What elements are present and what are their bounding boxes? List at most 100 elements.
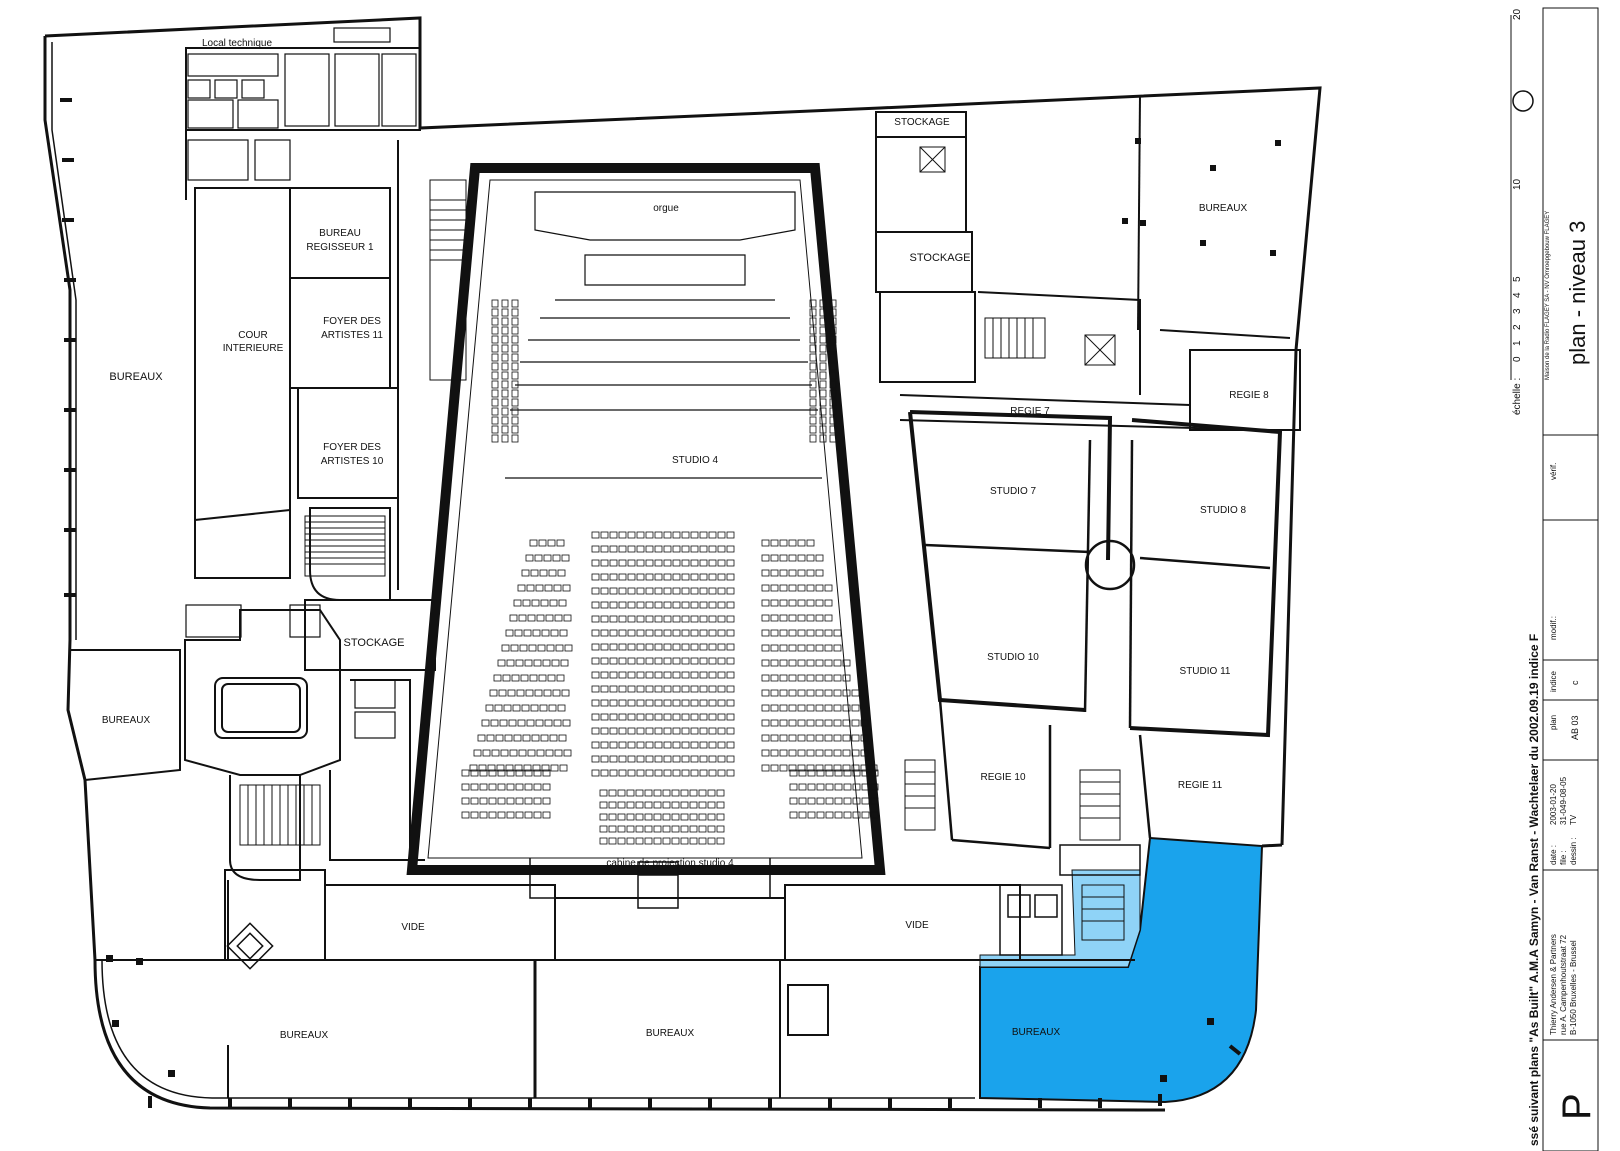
seat — [636, 685, 645, 693]
balcony-seat — [501, 335, 509, 344]
seat — [663, 573, 672, 581]
seat — [824, 644, 833, 652]
seat — [726, 587, 735, 595]
seat — [521, 569, 530, 577]
seat — [537, 644, 546, 652]
seat — [788, 719, 797, 727]
plan-value: AB 03 — [1570, 715, 1580, 740]
seat — [618, 629, 627, 637]
seat — [549, 599, 558, 607]
seat — [824, 749, 833, 757]
seat — [591, 587, 600, 595]
seat — [708, 769, 717, 777]
seat — [681, 615, 690, 623]
balcony-seat — [829, 362, 837, 371]
seat — [482, 749, 491, 757]
seat — [806, 584, 815, 592]
label-bureaux-west: BUREAUX — [102, 715, 151, 726]
seat — [591, 699, 600, 707]
seat — [690, 559, 699, 567]
seat — [636, 587, 645, 595]
seat — [842, 734, 851, 742]
balcony-seat — [511, 371, 519, 380]
label-bureaux-s: BUREAUX — [646, 1028, 695, 1039]
seat — [708, 699, 717, 707]
seat — [505, 629, 514, 637]
seat — [698, 789, 707, 797]
seat — [815, 719, 824, 727]
seat — [542, 811, 551, 819]
seat — [609, 587, 618, 595]
seat — [542, 797, 551, 805]
balcony-seat — [829, 380, 837, 389]
seat — [470, 783, 479, 791]
highlighted-office-zone[interactable] — [979, 836, 1264, 1104]
seat — [636, 531, 645, 539]
seat — [807, 797, 816, 805]
seat — [487, 764, 496, 772]
seat — [557, 704, 566, 712]
balcony-seat — [829, 398, 837, 407]
seat — [806, 599, 815, 607]
seat — [797, 674, 806, 682]
seat — [698, 837, 707, 845]
seat — [663, 559, 672, 567]
seat — [559, 629, 568, 637]
seat — [627, 573, 636, 581]
seat — [543, 554, 552, 562]
seat — [497, 659, 506, 667]
seat — [617, 789, 626, 797]
seat — [770, 569, 779, 577]
seat — [654, 755, 663, 763]
balcony-seat — [829, 335, 837, 344]
seat — [851, 764, 860, 772]
seat — [834, 783, 843, 791]
seat — [663, 587, 672, 595]
seat — [779, 659, 788, 667]
seat — [726, 685, 735, 693]
seat — [635, 825, 644, 833]
seat — [789, 783, 798, 791]
seat — [851, 734, 860, 742]
label-studio-10: STUDIO 10 — [987, 652, 1039, 663]
seat — [654, 741, 663, 749]
facade-ticks — [60, 98, 1242, 1108]
seat — [824, 704, 833, 712]
seat — [824, 584, 833, 592]
seat — [653, 813, 662, 821]
seat — [645, 559, 654, 567]
seat — [609, 769, 618, 777]
seat — [553, 584, 562, 592]
seat — [627, 601, 636, 609]
seat — [617, 825, 626, 833]
seat — [618, 643, 627, 651]
seat — [541, 764, 550, 772]
label-cabine: cabine de projection studio 4 — [606, 858, 734, 869]
seat — [770, 539, 779, 547]
seat — [815, 674, 824, 682]
seat — [548, 704, 557, 712]
seat — [627, 727, 636, 735]
seat — [591, 573, 600, 581]
scale-4: 4 — [1512, 292, 1523, 298]
balcony-seat — [501, 389, 509, 398]
seat — [770, 599, 779, 607]
seat — [600, 573, 609, 581]
seat — [523, 629, 532, 637]
seat — [663, 755, 672, 763]
seat — [681, 573, 690, 581]
seat — [533, 783, 542, 791]
seat — [636, 601, 645, 609]
seat — [515, 659, 524, 667]
seat — [591, 559, 600, 567]
indice-value: c — [1570, 680, 1580, 685]
seat — [663, 699, 672, 707]
balcony-seat — [511, 425, 519, 434]
seat — [761, 764, 770, 772]
seat — [663, 601, 672, 609]
seat — [708, 545, 717, 553]
seat — [461, 769, 470, 777]
seat — [708, 615, 717, 623]
seat — [672, 587, 681, 595]
seat — [798, 783, 807, 791]
